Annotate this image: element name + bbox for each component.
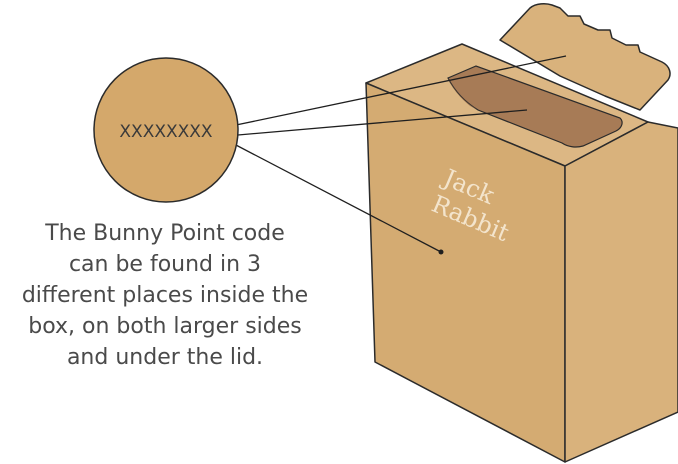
pointer-side [233,143,442,253]
box-opening [447,65,623,148]
box-top [365,43,649,167]
box-front: Jack Rabbit [365,82,566,463]
pointer-lines [233,55,567,253]
pointer-inside [237,109,528,136]
caption-line: and under the lid. [66,345,264,370]
code-callout: XXXXXXXX [93,57,239,203]
caption-line: different places inside the [21,283,309,308]
caption-line: can be found in 3 [68,252,262,277]
code-placeholder: XXXXXXXX [119,122,213,142]
pointer-dot-side [438,249,444,255]
pointer-lid [235,55,567,126]
caption-line: box, on both larger sides [28,314,302,339]
caption-line: The Bunny Point code [45,221,285,246]
box-side [564,121,678,463]
box-lid [499,3,671,111]
caption-text: The Bunny Point code can be found in 3 d… [0,218,330,373]
